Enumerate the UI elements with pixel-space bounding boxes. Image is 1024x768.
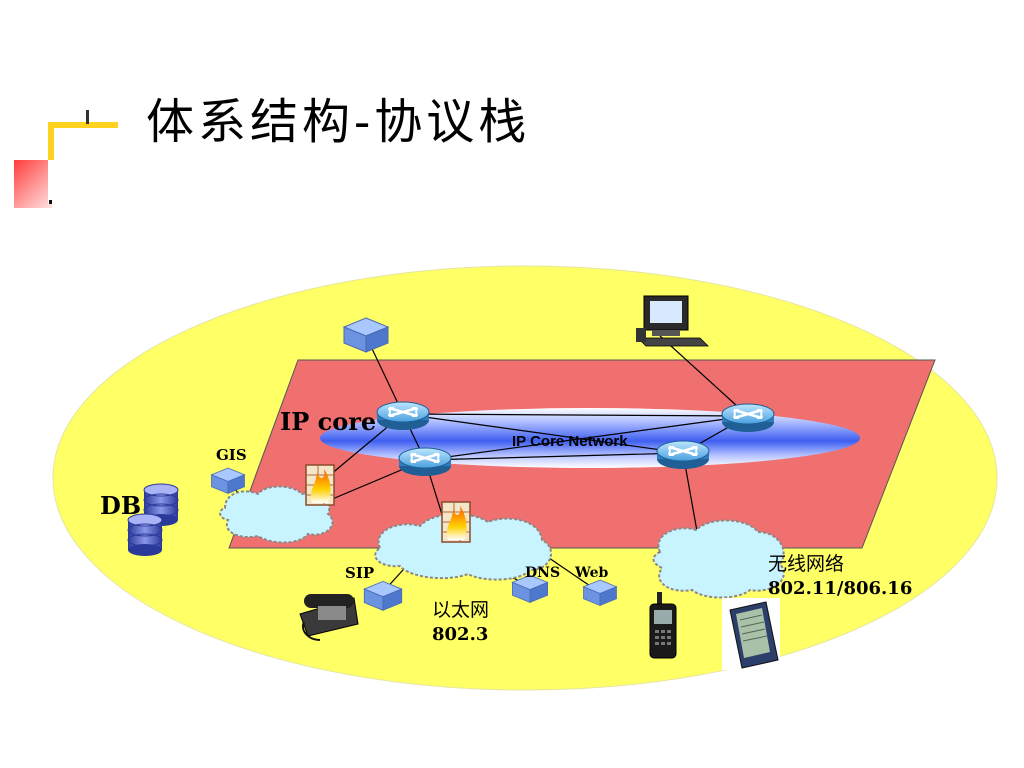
title-accent-gap bbox=[48, 160, 54, 204]
ethernet-label: 以太网 bbox=[432, 599, 489, 621]
pda-tablet-icon bbox=[722, 598, 780, 670]
core-network-label: IP Core Network bbox=[512, 433, 628, 450]
core-router-4 bbox=[655, 439, 711, 471]
ethernet-cloud bbox=[374, 513, 553, 581]
core-router-1 bbox=[375, 400, 431, 432]
page-title: 体系结构-协议栈 bbox=[146, 94, 531, 150]
db-label: DB bbox=[100, 491, 141, 520]
gis-cloud bbox=[219, 485, 334, 544]
core-router-2 bbox=[720, 402, 776, 434]
firewall-icon bbox=[441, 501, 471, 543]
title-accent-tick bbox=[86, 110, 89, 124]
database-icon bbox=[127, 483, 179, 556]
ethernet-standard-label: 802.3 bbox=[432, 624, 488, 645]
sip-phone-icon bbox=[299, 594, 359, 641]
wireless-standard-label: 802.11/806.16 bbox=[768, 578, 912, 599]
firewall-icon bbox=[305, 464, 335, 506]
wireless-cloud bbox=[652, 519, 785, 599]
title-accent-dot bbox=[49, 200, 52, 204]
web-label: Web bbox=[574, 565, 608, 581]
title-accent-red bbox=[14, 160, 52, 208]
gis-label: GIS bbox=[216, 446, 247, 464]
sip-label: SIP bbox=[345, 564, 374, 582]
wireless-label: 无线网络 bbox=[768, 553, 844, 575]
ip-core-label: IP core bbox=[280, 407, 376, 436]
desktop-computer-icon bbox=[636, 295, 709, 347]
dns-label: DNS bbox=[525, 565, 560, 581]
mobile-phone-icon bbox=[649, 592, 677, 659]
core-router-3 bbox=[397, 446, 453, 478]
title-accent-yellow-inner bbox=[54, 128, 118, 162]
